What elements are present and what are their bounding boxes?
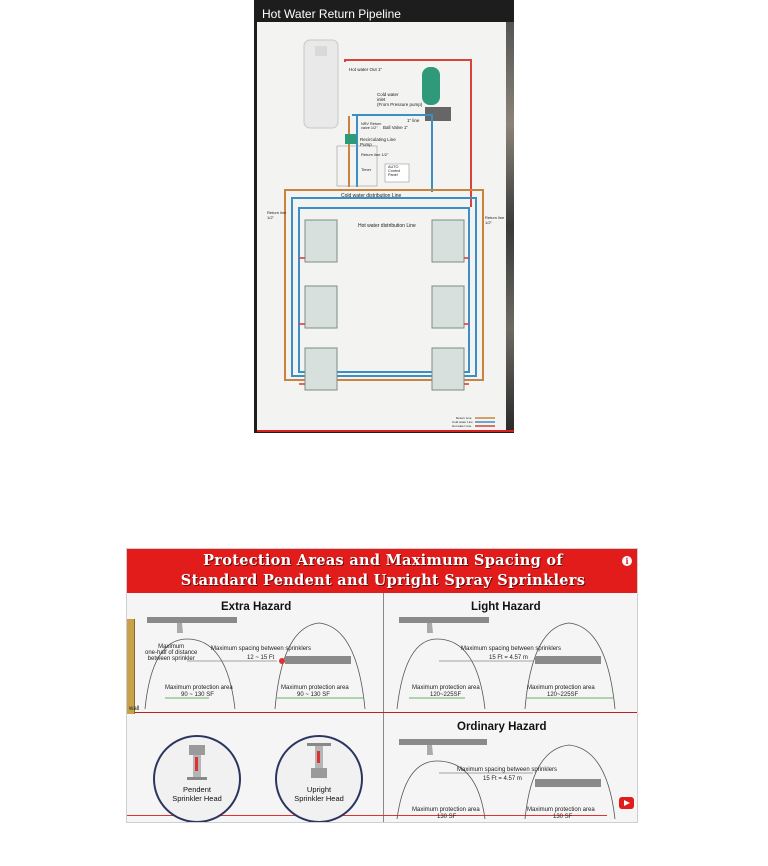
- video-card-hot-water-return[interactable]: Hot Water Return Pipeline: [254, 0, 514, 433]
- upright-sprinkler-circle: Upright Sprinkler Head: [275, 735, 363, 822]
- recirculating-pump: [345, 134, 357, 144]
- extra-spacing-label: Maximum spacing between sprinklers: [211, 646, 312, 652]
- legend-hot: Hot water Line: [452, 424, 472, 428]
- side-ruler-strip: [127, 619, 135, 714]
- return-line-loop: [284, 189, 484, 381]
- light-area-right-label: Maximum protection area: [527, 685, 595, 691]
- extra-max-half-distance: Maximum one-half of distance between spr…: [145, 644, 198, 662]
- pendent-sprinkler-label: Pendent Sprinkler Head: [172, 785, 222, 803]
- label-recirculating-pump: Recirculating Line Pump: [360, 137, 396, 147]
- pendent-sprinkler-circle: Pendent Sprinkler Head: [153, 735, 241, 822]
- upright-sprinkler-label: Upright Sprinkler Head: [294, 785, 344, 803]
- slide-title-line1: Protection Areas and Maximum Spacing of: [203, 552, 563, 569]
- ordinary-hazard-title: Ordinary Hazard: [457, 721, 547, 733]
- bottom-red-line: [127, 815, 607, 816]
- pendent-sprinkler-icon: [187, 745, 207, 780]
- slide-title-line2: Standard Pendent and Upright Spray Sprin…: [180, 572, 586, 589]
- pipeline-diagram: [284, 39, 495, 427]
- extra-area-left-value: 90 ~ 130 SF: [181, 692, 214, 698]
- label-cold-distribution: Cold water distribution Line: [341, 193, 402, 199]
- ordinary-spacing-label: Maximum spacing between sprinklers: [457, 767, 558, 773]
- label-auto-control: AUTO Control Panel: [388, 165, 401, 177]
- extra-area-right-label: Maximum protection area: [281, 685, 349, 691]
- light-area-left-value: 120~225SF: [430, 692, 462, 698]
- video-card-sprinkler-spacing[interactable]: Protection Areas and Maximum Spacing of …: [126, 548, 638, 823]
- label-return-line-half: Return line 1/2": [361, 152, 389, 157]
- video-edge-strip: [506, 22, 514, 431]
- label-return-line-right: Return line 1/2": [485, 215, 505, 225]
- label-cold-water-inlet: Cold water inlet (From Pressure pump): [377, 92, 423, 107]
- ceiling-bar: [147, 617, 237, 623]
- label-return-line-left: Return line 1/2": [267, 210, 287, 220]
- extra-hazard-title: Extra Hazard: [221, 601, 292, 613]
- light-spacing-value: 15 Ft = 4.57 m: [489, 655, 528, 661]
- slide-title-banner: Protection Areas and Maximum Spacing of …: [127, 549, 637, 593]
- extra-spacing-value: 12 ~ 15 Ft: [247, 655, 275, 661]
- label-hot-distribution: Hot water distribution Line: [358, 223, 416, 229]
- water-heater-tank: [303, 39, 339, 129]
- light-area-left-label: Maximum protection area: [412, 685, 480, 691]
- upright-sprinkler-icon: [307, 743, 331, 778]
- youtube-icon[interactable]: [619, 797, 634, 809]
- wall-label: wall: [129, 706, 140, 712]
- video-title: Hot Water Return Pipeline: [262, 7, 401, 21]
- panel-divider-vertical: [383, 593, 384, 822]
- video-progress-bar[interactable]: [257, 430, 514, 432]
- label-ball-valve: Ball Valve 1": [383, 125, 409, 130]
- label-one-inch-line: 1" line: [407, 118, 420, 123]
- light-hazard-title: Light Hazard: [471, 601, 541, 613]
- hot-out-pipe: [344, 59, 472, 207]
- pipeline-diagram-frame: Hot water Out 1" Cold water inlet (From …: [257, 22, 506, 431]
- pressure-tank: [422, 67, 440, 105]
- ordinary-spacing-value: 15 Ft = 4.57 m: [483, 776, 522, 782]
- panel-divider-horizontal: [127, 712, 637, 713]
- label-hot-water-out: Hot water Out 1": [349, 67, 383, 72]
- ordinary-area-left-value: 130 SF: [437, 814, 457, 820]
- label-timer: Timer: [361, 167, 372, 172]
- legend-cold: Cold water Line: [452, 420, 473, 424]
- legend-return: Return Line: [456, 416, 472, 420]
- light-spacing-label: Maximum spacing between sprinklers: [461, 646, 562, 652]
- extra-area-left-label: Maximum protection area: [165, 685, 233, 691]
- light-area-right-value: 120~225SF: [547, 692, 579, 698]
- cold-distribution-loop: [291, 197, 477, 377]
- extra-area-right-value: 90 ~ 130 SF: [297, 692, 330, 698]
- ordinary-area-left-label: Maximum protection area: [412, 807, 480, 813]
- ordinary-area-right-label: Maximum protection area: [527, 807, 595, 813]
- hot-distribution-loop: [298, 207, 470, 373]
- label-nrv: NRV Return valve 1/2": [361, 122, 382, 130]
- info-icon[interactable]: i: [622, 556, 632, 566]
- auto-control-panel: [384, 163, 410, 183]
- ordinary-area-right-value: 130 SF: [553, 814, 573, 820]
- sprinkler-diagrams: [144, 617, 616, 820]
